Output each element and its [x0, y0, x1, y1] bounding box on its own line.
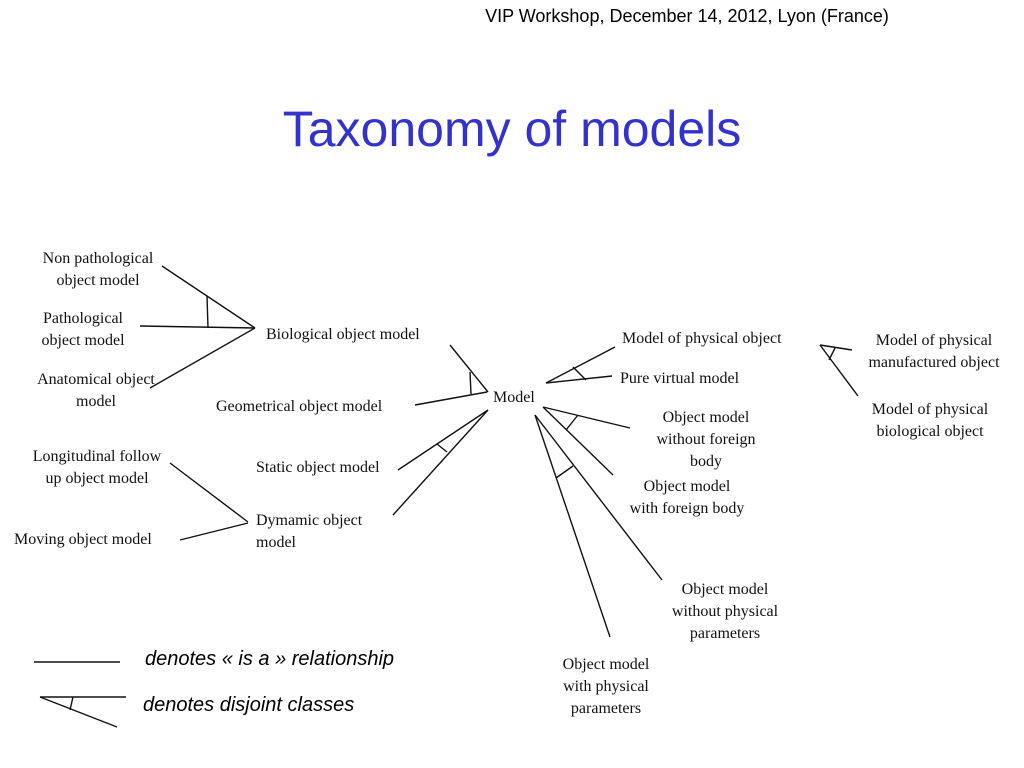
node-without-physical-parameters: Object model without physical parameters: [671, 581, 779, 642]
node-pure-virtual: Pure virtual model: [620, 370, 740, 387]
slide-title: Taxonomy of models: [282, 101, 742, 157]
node-physical-manufactured: Model of physical manufactured object: [868, 332, 1000, 371]
node-physical: Model of physical object: [622, 330, 782, 347]
edge-withparams-model: [534, 414, 611, 638]
event-caption: VIP Workshop, December 14, 2012, Lyon (F…: [485, 6, 889, 26]
node-model: Model: [493, 389, 535, 406]
node-with-foreign-body: Object model with foreign body: [629, 478, 745, 517]
edge-moving-dynamic: [179, 522, 249, 541]
edge-withforeign-model: [542, 406, 614, 476]
edge-longitudinal-dynamic: [169, 462, 249, 523]
disjoint-arc-foreign: [565, 414, 579, 431]
node-pathological: Pathological object model: [41, 310, 125, 349]
disjoint-arc-physical: [828, 347, 836, 361]
edge-physbiological-physical: [819, 344, 859, 397]
edge-withoutforeign-model: [542, 406, 631, 429]
edge-dynamic-model: [392, 409, 489, 516]
edge-manufactured-physical: [819, 344, 853, 351]
node-static: Static object model: [256, 459, 380, 476]
node-biological: Biological object model: [266, 326, 420, 343]
edge-anatomical-biological: [149, 327, 256, 389]
disjoint-arc-biological: [206, 295, 209, 329]
node-geometrical: Geometrical object model: [216, 398, 383, 415]
legend-disjoint-arc: [69, 696, 74, 711]
legend-disjoint-bottom: [39, 696, 118, 728]
disjoint-arc-params: [555, 465, 574, 479]
edge-static-model: [397, 409, 489, 471]
edge-nonpathological-biological: [161, 265, 256, 329]
disjoint-arc-model-left: [469, 371, 472, 395]
disjoint-arc-model-bottomleft: [436, 443, 448, 453]
legend-disjoint-text: denotes disjoint classes: [143, 694, 355, 716]
node-longitudinal: Longitudinal follow up object model: [32, 448, 162, 487]
edge-withoutparams-model: [534, 414, 663, 581]
edge-physical-model: [545, 346, 616, 384]
node-physical-biological: Model of physical biological object: [871, 401, 989, 440]
edge-pathological-biological: [139, 325, 256, 329]
edge-geometrical-model: [414, 391, 488, 406]
node-dynamic: Dymamic object model: [256, 512, 363, 551]
node-without-foreign-body: Object model without foreign body: [656, 409, 756, 470]
edge-biological-model: [449, 344, 489, 393]
node-anatomical: Anatomical object model: [37, 371, 155, 410]
disjoint-arc-model-right: [572, 366, 587, 381]
node-moving: Moving object model: [14, 531, 152, 548]
edge-purevirtual-model: [545, 375, 613, 384]
node-non-pathological: Non pathological object model: [42, 250, 154, 289]
node-with-physical-parameters: Object model with physical parameters: [562, 656, 650, 717]
legend-isa-text: denotes « is a » relationship: [145, 648, 395, 670]
